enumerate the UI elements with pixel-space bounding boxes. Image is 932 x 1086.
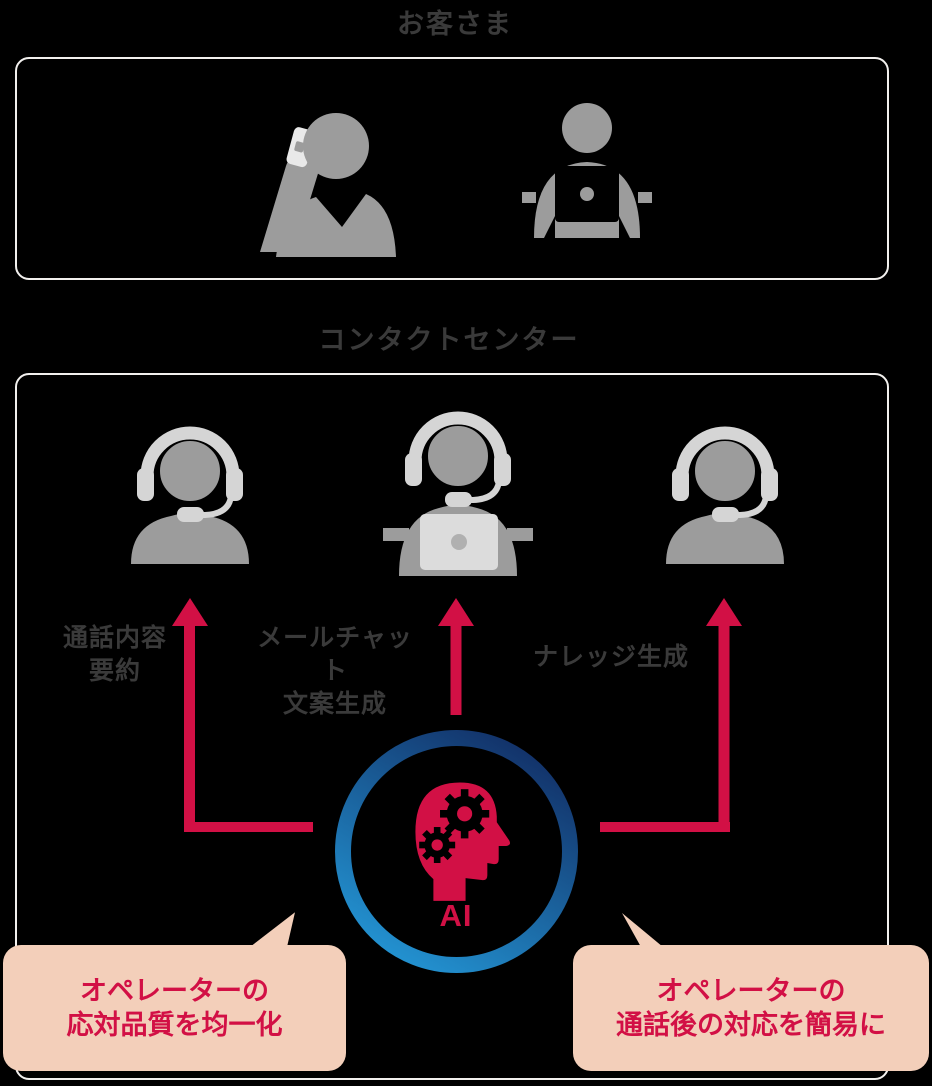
operator-headset-laptop-icon: [383, 411, 533, 576]
customer-section-title: お客さま: [397, 9, 513, 39]
gear-large-icon: [440, 789, 490, 839]
arrow-mail-chat: [438, 598, 474, 715]
function-label-knowledge: ナレッジ生成: [532, 643, 689, 671]
ai-label: AI: [439, 898, 473, 933]
customer-box: [15, 57, 889, 280]
contact-center-section-title: コンタクトセンター: [318, 325, 580, 355]
operator-headset-icon: [131, 426, 249, 564]
operator-headset-icon: [666, 426, 784, 564]
function-label-mail-chat: メールチャット 文案生成: [257, 624, 413, 718]
laptop-person-icon: [522, 103, 652, 238]
callout-left: オペレーターの 応対品質を均一化: [3, 945, 346, 1071]
head-with-gears-icon: [415, 782, 511, 901]
flow-arrows: [172, 598, 742, 832]
gear-small-icon: [419, 827, 456, 863]
arrow-knowledge: [600, 598, 742, 832]
contact-center-box: [15, 373, 889, 1080]
phone-person-icon: [260, 113, 396, 257]
ai-ring: [335, 730, 578, 973]
callout-right: オペレーターの 通話後の対応を簡易に: [573, 945, 929, 1071]
arrow-call-summary: [172, 598, 313, 832]
function-label-call-summary: 通話内容 要約: [62, 624, 167, 685]
